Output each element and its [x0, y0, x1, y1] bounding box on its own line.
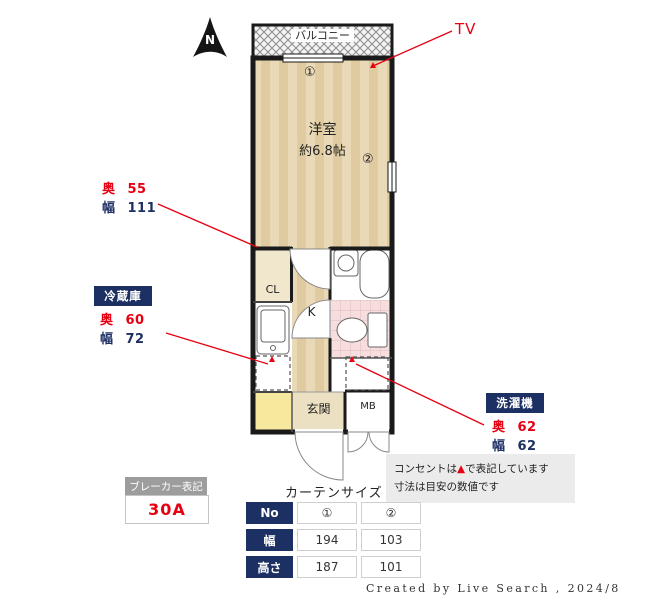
curtain-no-2: ②	[361, 502, 421, 524]
appliance-outlines	[255, 355, 389, 391]
curtain-header-no: No	[246, 502, 293, 524]
curtain-width-1: 194	[297, 529, 357, 551]
entrance-floor	[292, 392, 345, 432]
meter-box-floor	[345, 392, 392, 432]
outlet-markers	[269, 62, 376, 362]
curtain-height-2: 101	[361, 556, 421, 578]
curtain-table-title: カーテンサイズ	[285, 486, 383, 501]
curtain-row-height: 高さ 187 101	[246, 556, 421, 578]
main-room-floor	[253, 58, 392, 247]
meter-box-label: MB	[360, 401, 376, 412]
credit-text: Created by Live Search , 2024/8	[366, 582, 621, 595]
bathtub	[359, 249, 390, 299]
fridge-outlet-marker	[269, 356, 275, 362]
closet-floor	[253, 247, 292, 302]
kitchen-label: K	[307, 305, 316, 319]
room-name: 洋室	[308, 122, 337, 138]
entrance-label: 玄関	[306, 402, 331, 416]
fridge-title: 冷蔵庫	[94, 286, 152, 306]
kitchen-sink	[260, 309, 286, 343]
kitchen-faucet	[270, 345, 276, 351]
curtain-height-1: 187	[297, 556, 357, 578]
compass-needle	[193, 17, 227, 57]
compass-n: N	[205, 33, 215, 47]
leader-lines	[157, 30, 485, 426]
bathroom-door	[291, 299, 331, 339]
closet-label: CL	[265, 283, 280, 296]
tv-outlet-marker	[370, 62, 376, 68]
wash-basin	[337, 254, 355, 272]
meter-box-door-left	[347, 431, 369, 453]
washer-leader	[355, 363, 485, 426]
compass: N	[193, 17, 227, 57]
washer-title: 洗濯機	[486, 393, 544, 413]
legend-note-line1: コンセントは▲で表記しています	[394, 463, 549, 475]
outlet-triangle-glyph: ▲	[457, 463, 466, 475]
fixtures	[256, 249, 390, 355]
room-size: 約6.8帖	[299, 144, 346, 159]
toilet-tank	[367, 312, 388, 348]
tv-leader	[372, 30, 453, 67]
curtain-width-2: 103	[361, 529, 421, 551]
washer-outlet-marker	[349, 356, 355, 362]
closet-leader	[157, 203, 258, 248]
curtain-row-no: No ① ②	[246, 502, 421, 524]
legend-note: コンセントは▲で表記しています 寸法は目安の数値です	[386, 454, 575, 503]
toilet-bowl	[336, 317, 368, 343]
curtain-header-width: 幅	[246, 529, 293, 551]
fridge-space	[255, 355, 291, 391]
balcony-label: バルコニー	[253, 27, 392, 43]
meter-box-door-right	[368, 431, 390, 453]
curtain-no-1: ①	[297, 502, 357, 524]
entrance-door	[294, 431, 344, 481]
room-label: 洋室 約6.8帖	[253, 120, 392, 162]
curtain-row-width: 幅 194 103	[246, 529, 421, 551]
shoe-cabinet	[253, 392, 292, 432]
fridge-leader	[165, 332, 269, 365]
washer-space	[345, 356, 389, 391]
floors	[253, 58, 392, 432]
windows	[282, 53, 397, 193]
breaker-title: ブレーカー表記	[125, 477, 207, 495]
legend-note-line2: 寸法は目安の数値です	[394, 481, 499, 494]
window2-number: ②	[362, 152, 374, 167]
washer-nook-floor	[330, 358, 392, 392]
curtain-header-height: 高さ	[246, 556, 293, 578]
room-door	[289, 248, 331, 290]
breaker-value: 30A	[125, 495, 209, 524]
tv-label: TV	[455, 20, 477, 38]
door-swings	[289, 248, 390, 481]
window1-number: ①	[304, 65, 316, 80]
